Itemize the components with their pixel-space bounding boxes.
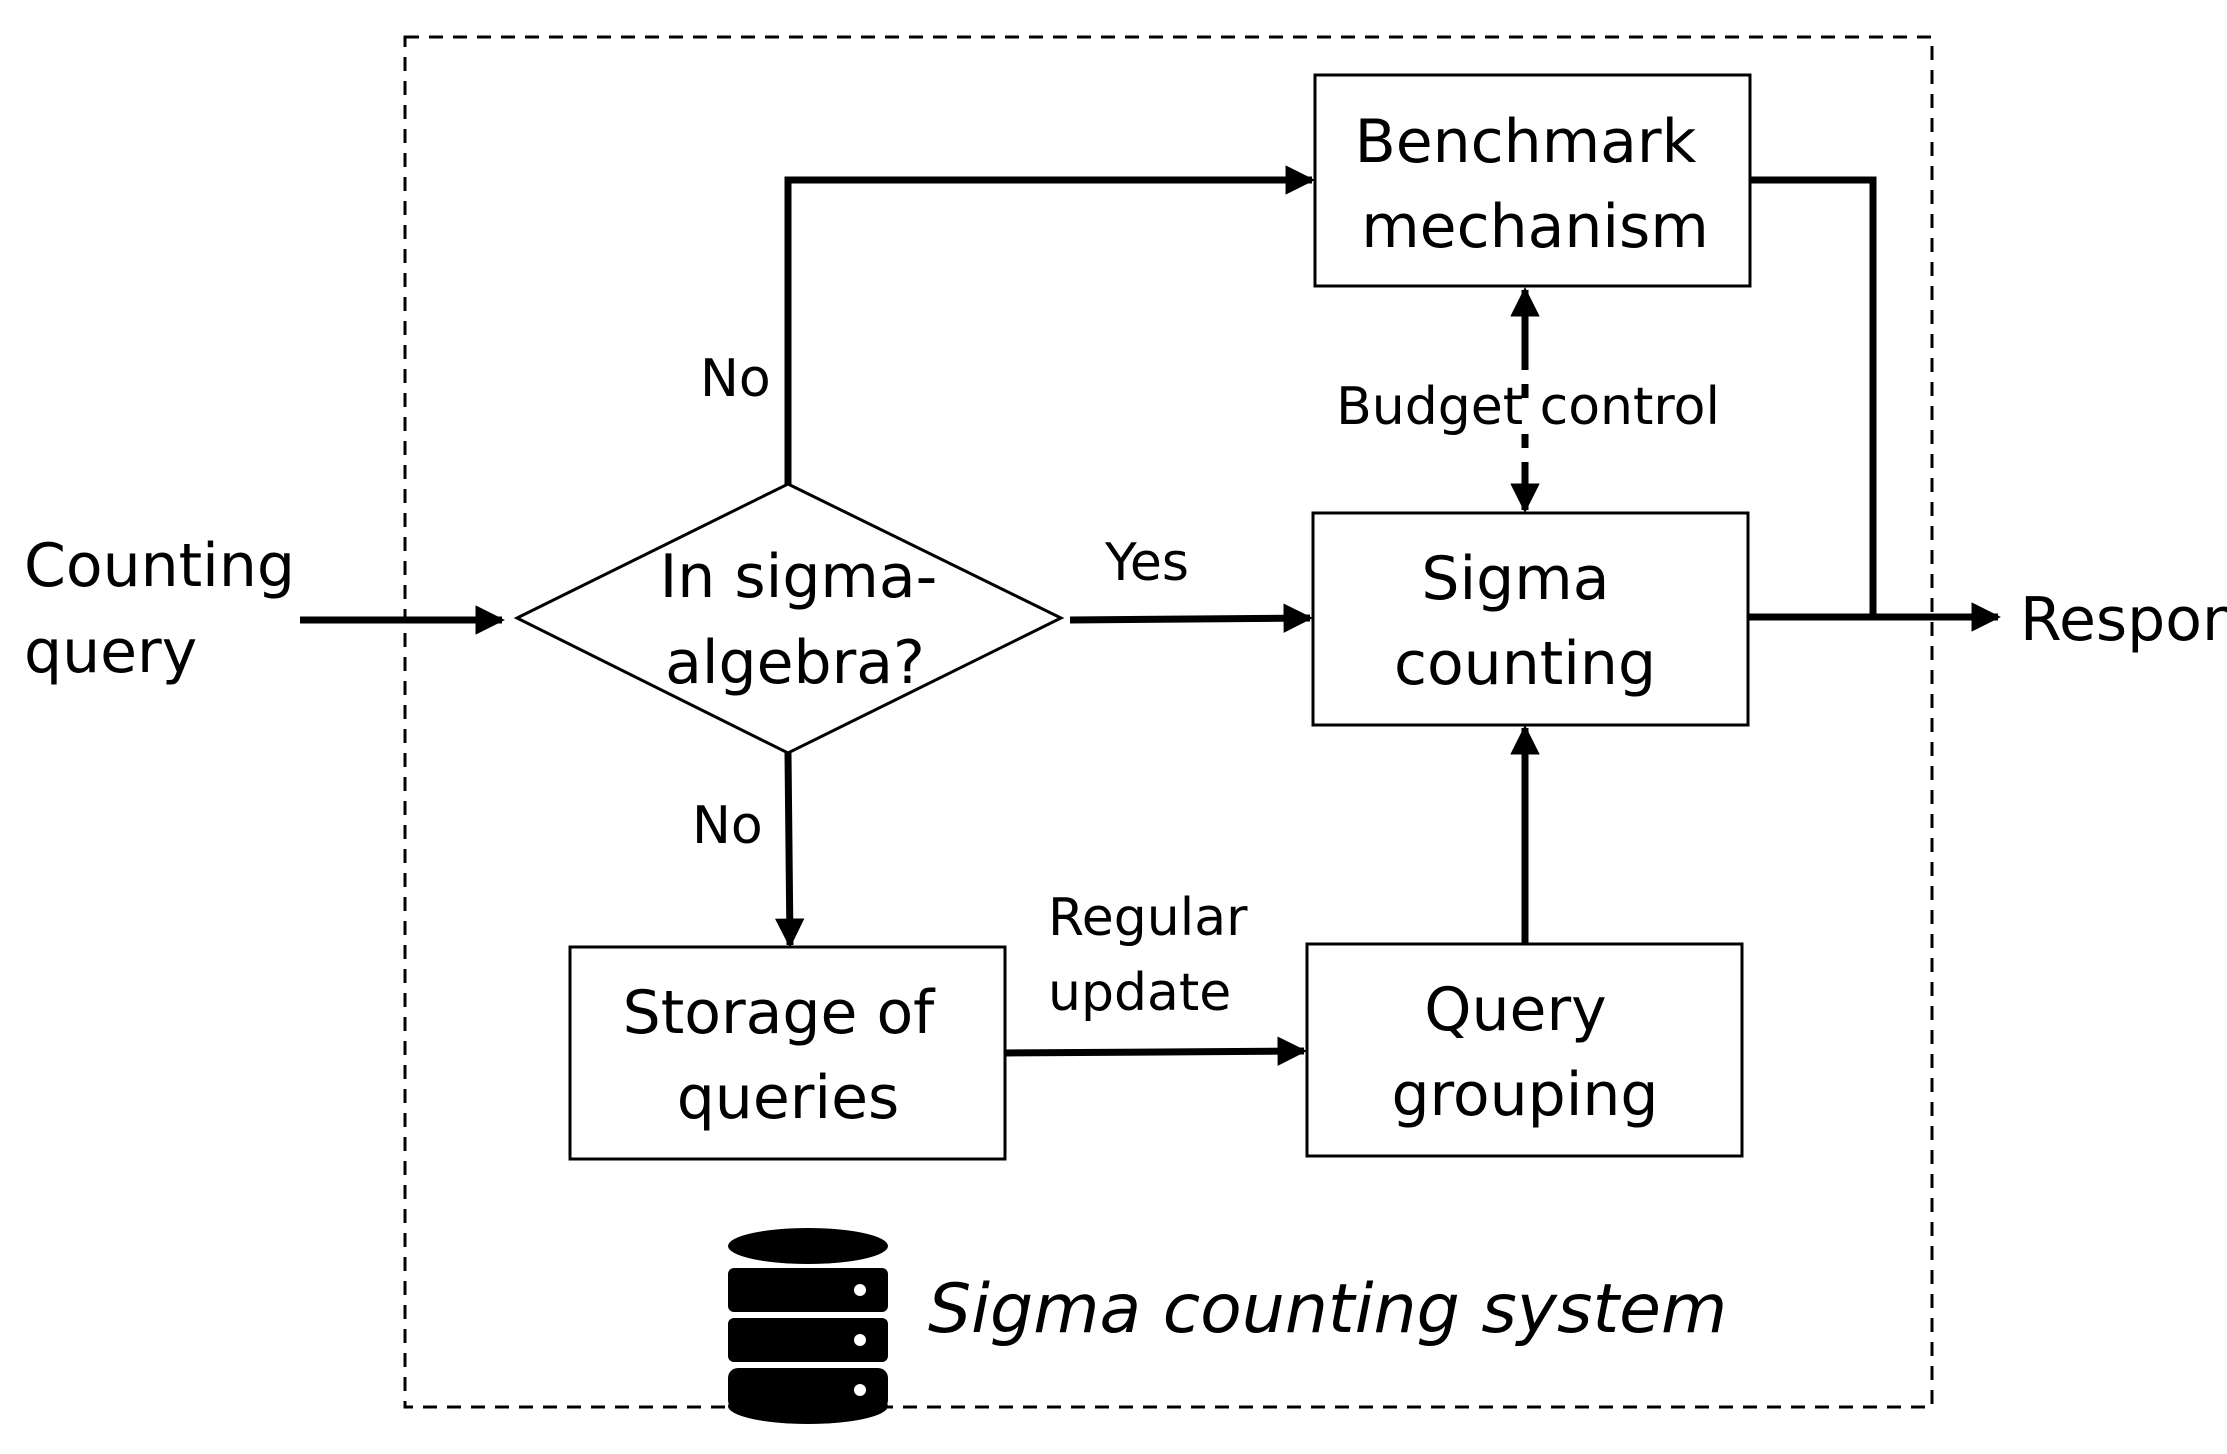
input-label-line2: query [24,617,197,687]
benchmark-label-line2: mechanism [1361,192,1709,262]
storage-of-queries-label: Storage of queries [623,978,954,1133]
system-label: Sigma counting system [928,1270,1727,1349]
edge-label-no-top: No [700,349,771,409]
benchmark-mechanism-label: Benchmark mechanism [1355,107,1716,262]
input-label-line1: Counting [24,531,295,601]
sigma-counting-label: Sigma counting [1394,544,1656,699]
storage-of-queries-box [568,945,1007,1161]
edge-label-yes: Yes [1104,533,1189,593]
query-grouping-label: Query grouping [1391,975,1658,1130]
decision-label-line1: In sigma- [660,542,938,612]
output-label: Response [2020,585,2227,655]
query-grouping-box [1305,942,1744,1158]
edge-label-no-bottom: No [692,796,763,856]
edge-decision-to-benchmark [784,165,1315,484]
edge-label-regular-line2: update [1048,963,1231,1023]
sigma-counting-box [1311,511,1750,727]
system-boundary [403,35,1934,1409]
grouping-label-line1: Query [1424,975,1606,1045]
edge-label-regular-line1: Regular [1048,888,1248,948]
decision-label: In sigma- algebra? [660,542,957,698]
grouping-label-line2: grouping [1391,1060,1658,1130]
storage-label-line1: Storage of [623,978,937,1048]
benchmark-label-line1: Benchmark [1355,107,1697,177]
database-icon [728,1228,888,1424]
edge-decision-to-storage [775,752,805,948]
edge-storage-to-grouping [1004,1036,1307,1066]
edge-label-regular-update: Regular update [1048,888,1264,1023]
decision-label-line2: algebra? [665,628,925,698]
edge-benchmark-to-output [1750,176,1877,617]
input-label: Counting query [24,531,314,687]
decision-diamond [513,482,1065,755]
edge-decision-to-sigma-counting [1069,603,1313,633]
sigma-counting-label-line1: Sigma [1421,544,1609,614]
edge-label-budget-control: Budget control [1336,377,1720,437]
storage-label-line2: queries [677,1063,900,1133]
sigma-counting-label-line2: counting [1394,629,1656,699]
